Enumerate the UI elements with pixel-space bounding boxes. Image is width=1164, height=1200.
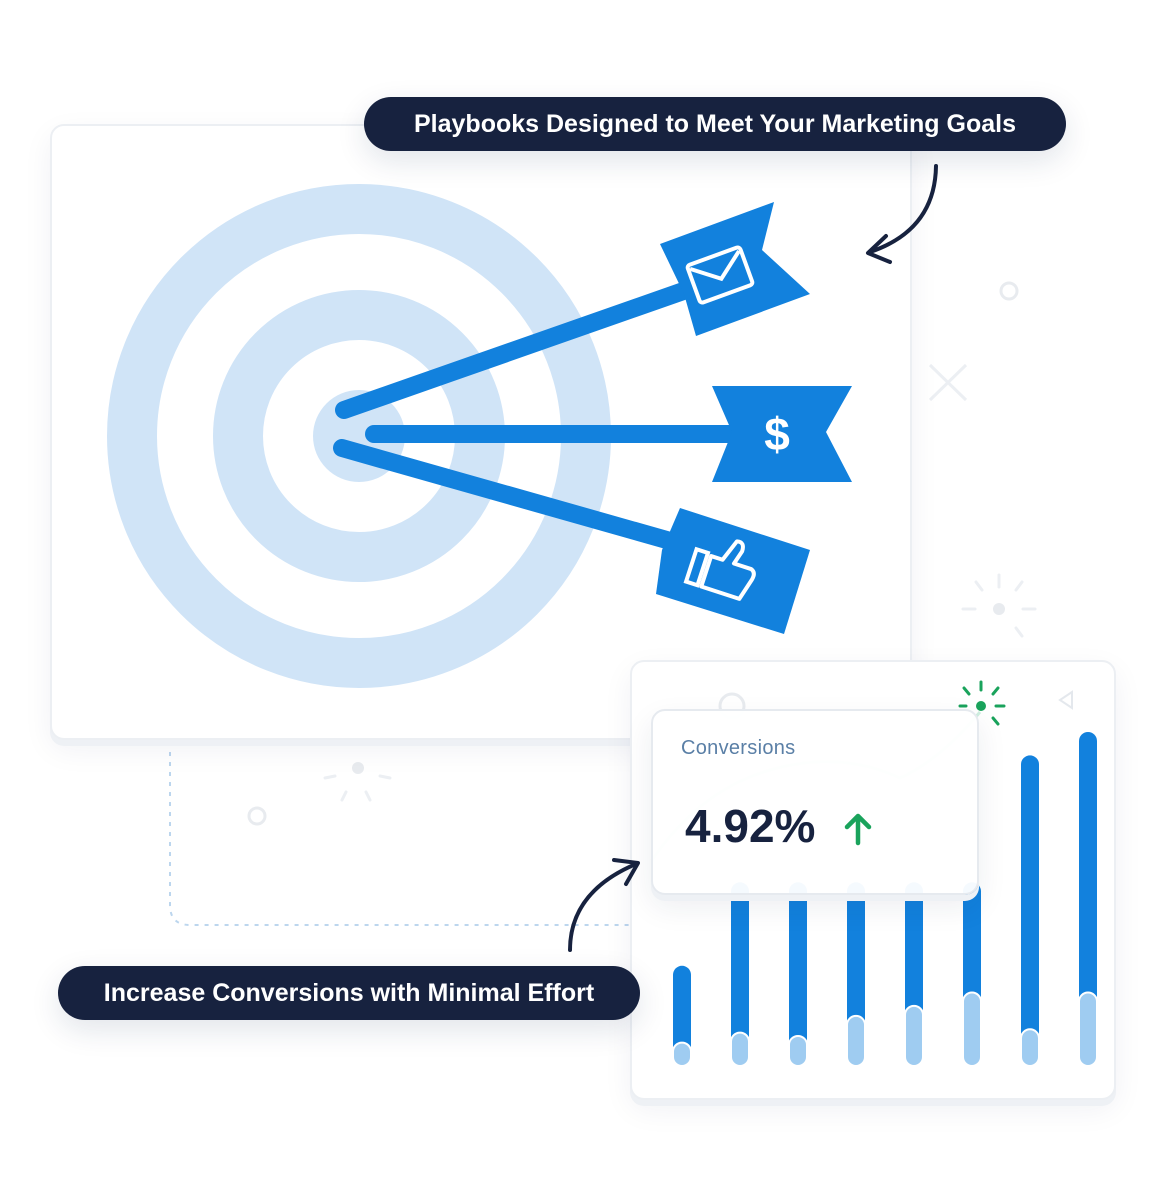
thumbs-up-icon: [683, 539, 756, 601]
bar-1: [673, 965, 691, 1066]
bar-5-lower-segment: [904, 1004, 924, 1068]
bar-3-lower-segment: [788, 1034, 808, 1068]
bar-7-lower-segment: [1020, 1028, 1040, 1068]
sparkle-dot: [976, 701, 986, 711]
envelope-icon: [685, 245, 755, 305]
playbooks-callout-text: Playbooks Designed to Meet Your Marketin…: [414, 109, 1016, 138]
bar-chart: [672, 690, 1098, 1068]
bar-8: [1079, 732, 1097, 1066]
bar-2: [731, 882, 749, 1066]
conversions-metric-card: Conversions 4.92%: [651, 709, 979, 895]
bar-7: [1021, 755, 1039, 1066]
dollar-icon: $: [764, 408, 790, 460]
dart-thumbs-up: [333, 439, 810, 634]
target-graphic: [107, 184, 852, 688]
dart-envelope: [335, 202, 810, 419]
conversions-value: 4.92%: [685, 800, 816, 852]
conversions-label: Conversions: [681, 737, 796, 759]
sparkle-icon: [958, 680, 1006, 726]
trend-up-icon: [844, 813, 872, 846]
playbooks-callout: Playbooks Designed to Meet Your Marketin…: [364, 97, 1066, 151]
bar-2-lower-segment: [730, 1031, 750, 1068]
bar-6-lower-segment: [962, 991, 982, 1067]
bar-4-lower-segment: [846, 1014, 866, 1067]
bar-8-lower-segment: [1078, 991, 1098, 1067]
bar-3: [789, 882, 807, 1066]
bar-1-lower-segment: [672, 1041, 692, 1067]
target-illustration-card: [50, 124, 912, 740]
conversions-callout-text: Increase Conversions with Minimal Effort: [103, 978, 595, 1007]
dart-dollar: [365, 386, 852, 482]
conversions-callout: Increase Conversions with Minimal Effort: [58, 966, 640, 1020]
svg-text:$: $: [764, 408, 790, 460]
